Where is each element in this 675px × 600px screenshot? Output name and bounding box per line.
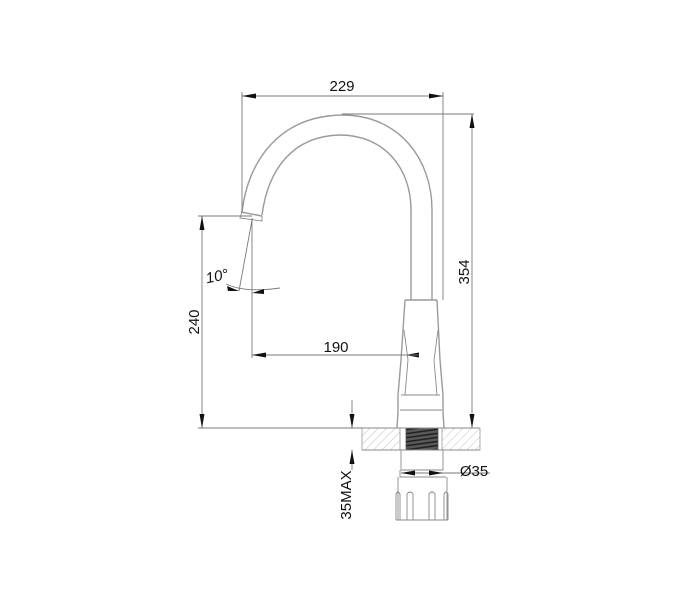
dimension-reach-229: 229: [241, 78, 444, 300]
mounting-nut: [395, 450, 449, 521]
threaded-shank: [405, 427, 439, 451]
dimension-deck-thickness-35max: 35MAX: [338, 400, 355, 520]
spout-outer-arc: [241, 114, 433, 300]
dimension-label-354: 354: [456, 259, 473, 284]
dimension-label-diameter-35: Ø35: [460, 463, 488, 480]
dimension-label-240: 240: [186, 309, 203, 334]
column-left: [396, 299, 406, 429]
dimension-label-229: 229: [329, 78, 354, 95]
dimension-diameter-35: Ø35: [401, 463, 490, 480]
dimension-height-240: 240: [186, 215, 362, 429]
spout-tip: [240, 211, 263, 217]
dimension-angle-10: 10°: [204, 218, 281, 358]
spout-inner-arc: [261, 134, 412, 300]
dimension-label-190: 190: [323, 339, 348, 356]
dimension-height-354: 354: [342, 113, 475, 428]
faucet-body: [239, 114, 445, 429]
deck-section: [361, 427, 481, 451]
dimension-label-35max: 35MAX: [338, 470, 355, 519]
dimension-label-10-degrees: 10°: [204, 266, 230, 287]
dimension-reach-190: 190: [252, 339, 419, 358]
column-right: [436, 299, 445, 429]
